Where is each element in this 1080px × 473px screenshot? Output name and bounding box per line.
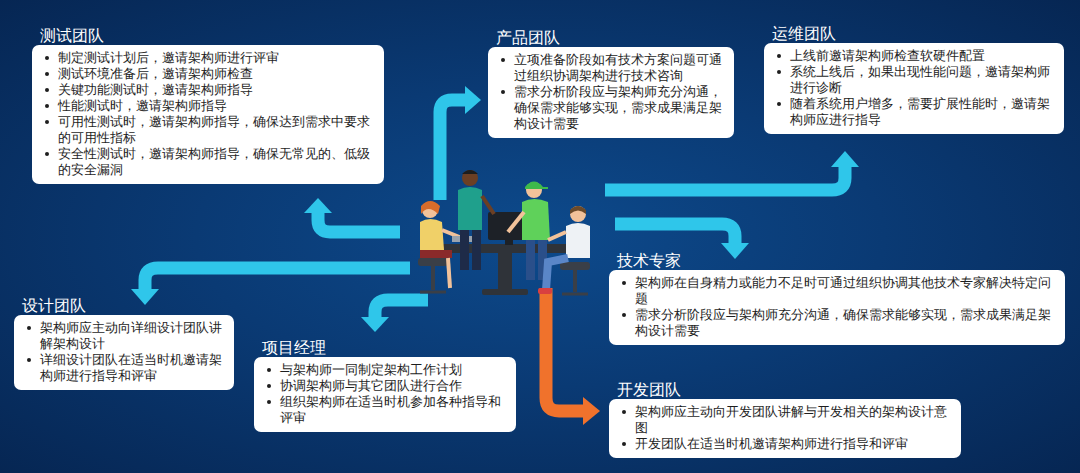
bullet-item: 测试环境准备后，邀请架构师检查 [40, 66, 376, 82]
arrow [318, 212, 400, 232]
bullet-text: 关键功能测试时，邀请架构师指导 [58, 82, 253, 97]
bullet-item: 上线前邀请架构师检查软硬件配置 [772, 48, 1056, 64]
bullet-dot [622, 410, 626, 414]
bullet-text: 需求分析阶段应与架构师充分沟通，确保需求能够实现，需求成果满足架构设计需要 [514, 84, 722, 131]
bullet-text: 开发团队在适当时机邀请架构师进行指导和评审 [635, 436, 908, 451]
bullet-text: 详细设计团队在适当时机邀请架构师进行指导和评审 [40, 352, 222, 383]
bullet-item: 性能测试时，邀请架构师指导 [40, 98, 376, 114]
bullet-dot [267, 384, 271, 388]
bullet-dot [777, 102, 781, 106]
bullet-dot [45, 72, 49, 76]
bullet-dot [45, 152, 49, 156]
bullet-item: 制定测试计划后，邀请架构师进行评审 [40, 50, 376, 66]
info-box: 架构师在自身精力或能力不足时可通过组织协调其他技术专家解决特定问题需求分析阶段应… [609, 270, 1065, 345]
bullet-item: 架构师应主动向详细设计团队讲解架构设计 [22, 320, 226, 352]
team-node: 设计团队架构师应主动向详细设计团队讲解架构设计详细设计团队在适当时机邀请架构师进… [14, 297, 234, 390]
team-heading: 运维团队 [764, 25, 1064, 43]
bullet-text: 制定测试计划后，邀请架构师进行评审 [58, 50, 279, 65]
bullet-text: 需求分析阶段应与架构师充分沟通，确保需求能够实现，需求成果满足架构设计需要 [635, 307, 1051, 338]
team-illustration [418, 170, 590, 295]
team-node: 产品团队立项准备阶段如有技术方案问题可通过组织协调架构进行技术咨询需求分析阶段应… [488, 29, 734, 138]
bullet-item: 随着系统用户增多，需要扩展性能时，邀请架构师应进行指导 [772, 96, 1056, 128]
bullet-item: 系统上线后，如果出现性能问题，邀请架构师进行诊断 [772, 64, 1056, 96]
team-node: 开发团队架构师应主动向开发团队讲解与开发相关的架构设计意图开发团队在适当时机邀请… [609, 381, 961, 458]
arrowhead [361, 317, 389, 332]
info-box: 架构师应主动向详细设计团队讲解架构设计详细设计团队在适当时机邀请架构师进行指导和… [14, 315, 234, 390]
bullet-item: 架构师应主动向开发团队讲解与开发相关的架构设计意图 [617, 404, 953, 436]
bullet-text: 测试环境准备后，邀请架构师检查 [58, 66, 253, 81]
bullet-dot [501, 90, 505, 94]
bullet-text: 架构师应主动向详细设计团队讲解架构设计 [40, 320, 222, 351]
bullet-dot [267, 368, 271, 372]
bullet-text: 立项准备阶段如有技术方案问题可通过组织协调架构进行技术咨询 [514, 52, 722, 83]
arrowhead [131, 289, 159, 305]
bullet-dot [622, 442, 626, 446]
bullet-item: 可用性测试时，邀请架构师指导，确保达到需求中要求的可用性指标 [40, 114, 376, 146]
bullet-item: 关键功能测试时，邀请架构师指导 [40, 82, 376, 98]
bullet-dot [501, 58, 505, 62]
arrowhead [583, 397, 600, 425]
team-node: 技术专家架构师在自身精力或能力不足时可通过组织协调其他技术专家解决特定问题需求分… [609, 252, 1065, 345]
team-heading: 设计团队 [14, 297, 234, 315]
bullet-text: 架构师应主动向开发团队讲解与开发相关的架构设计意图 [635, 404, 947, 435]
arrow [546, 288, 584, 411]
bullet-text: 系统上线后，如果出现性能问题，邀请架构师进行诊断 [790, 64, 1050, 95]
bullet-item: 立项准备阶段如有技术方案问题可通过组织协调架构进行技术咨询 [496, 52, 726, 84]
bullet-item: 需求分析阶段应与架构师充分沟通，确保需求能够实现，需求成果满足架构设计需要 [496, 84, 726, 132]
info-box: 制定测试计划后，邀请架构师进行评审测试环境准备后，邀请架构师检查关键功能测试时，… [32, 45, 384, 184]
bullet-item: 安全性测试时，邀请架构师指导，确保无常见的、低级的安全漏洞 [40, 146, 376, 178]
bullet-text: 与架构师一同制定架构工作计划 [280, 362, 462, 377]
bullet-dot [27, 326, 31, 330]
arrow [440, 100, 466, 200]
bullet-item: 开发团队在适当时机邀请架构师进行指导和评审 [617, 436, 953, 452]
arrowhead [721, 243, 749, 259]
arrow [375, 300, 428, 318]
bullet-item: 详细设计团队在适当时机邀请架构师进行指导和评审 [22, 352, 226, 384]
bullet-dot [45, 88, 49, 92]
bullet-dot [622, 313, 626, 317]
team-heading: 项目经理 [254, 339, 516, 357]
arrowhead [304, 198, 332, 213]
bullet-item: 组织架构师在适当时机参加各种指导和评审 [262, 394, 508, 426]
info-box: 立项准备阶段如有技术方案问题可通过组织协调架构进行技术咨询需求分析阶段应与架构师… [488, 47, 734, 138]
bullet-dot [777, 70, 781, 74]
bullet-dot [622, 281, 626, 285]
arrow [145, 268, 410, 290]
bullet-text: 随着系统用户增多，需要扩展性能时，邀请架构师应进行指导 [790, 96, 1050, 127]
arrowhead [465, 86, 481, 114]
bullet-dot [45, 56, 49, 60]
bullet-item: 需求分析阶段应与架构师充分沟通，确保需求能够实现，需求成果满足架构设计需要 [617, 307, 1057, 339]
bullet-text: 架构师在自身精力或能力不足时可通过组织协调其他技术专家解决特定问题 [635, 275, 1051, 306]
bullet-text: 安全性测试时，邀请架构师指导，确保无常见的、低级的安全漏洞 [58, 146, 370, 177]
team-heading: 测试团队 [32, 27, 384, 45]
bullet-text: 上线前邀请架构师检查软硬件配置 [790, 48, 985, 63]
bullet-item: 与架构师一同制定架构工作计划 [262, 362, 508, 378]
team-heading: 产品团队 [488, 29, 734, 47]
bullet-dot [45, 120, 49, 124]
bullet-text: 组织架构师在适当时机参加各种指导和评审 [280, 394, 501, 425]
arrow [615, 224, 735, 244]
bullet-dot [267, 400, 271, 404]
bullet-text: 协调架构师与其它团队进行合作 [280, 378, 462, 393]
info-box: 与架构师一同制定架构工作计划协调架构师与其它团队进行合作组织架构师在适当时机参加… [254, 357, 516, 432]
bullet-item: 协调架构师与其它团队进行合作 [262, 378, 508, 394]
team-node: 项目经理与架构师一同制定架构工作计划协调架构师与其它团队进行合作组织架构师在适当… [254, 339, 516, 432]
info-box: 上线前邀请架构师检查软硬件配置系统上线后，如果出现性能问题，邀请架构师进行诊断随… [764, 43, 1064, 134]
bullet-text: 可用性测试时，邀请架构师指导，确保达到需求中要求的可用性指标 [58, 114, 370, 145]
bullet-text: 性能测试时，邀请架构师指导 [58, 98, 227, 113]
team-node: 运维团队上线前邀请架构师检查软硬件配置系统上线后，如果出现性能问题，邀请架构师进… [764, 25, 1064, 134]
bullet-item: 架构师在自身精力或能力不足时可通过组织协调其他技术专家解决特定问题 [617, 275, 1057, 307]
team-heading: 开发团队 [609, 381, 961, 399]
bullet-dot [777, 54, 781, 58]
arrowhead [831, 151, 859, 167]
info-box: 架构师应主动向开发团队讲解与开发相关的架构设计意图开发团队在适当时机邀请架构师进… [609, 399, 961, 458]
arrow [605, 166, 845, 190]
orange-arrow [546, 288, 600, 425]
team-node: 测试团队制定测试计划后，邀请架构师进行评审测试环境准备后，邀请架构师检查关键功能… [32, 27, 384, 184]
team-heading: 技术专家 [609, 252, 1065, 270]
bullet-dot [27, 358, 31, 362]
bullet-dot [45, 104, 49, 108]
